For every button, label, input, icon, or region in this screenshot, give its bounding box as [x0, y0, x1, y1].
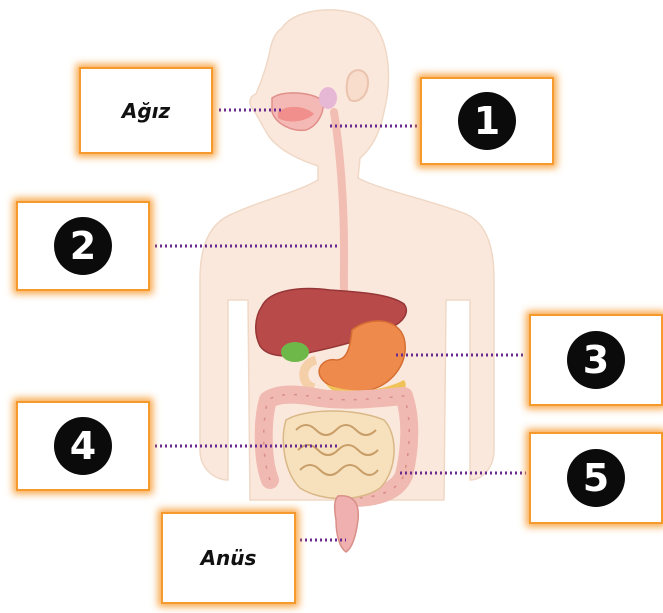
label-box-2: 2 — [16, 201, 150, 291]
number-badge-2: 2 — [54, 217, 112, 275]
salivary-gland — [319, 87, 337, 109]
gallbladder — [281, 342, 309, 362]
label-box-anus: Anüs — [161, 512, 296, 604]
label-anus: Anüs — [201, 546, 257, 570]
rectum — [335, 496, 359, 552]
number-badge-4: 4 — [54, 417, 112, 475]
small-intestine — [283, 411, 394, 499]
number-badge-5: 5 — [567, 449, 625, 507]
number-badge-1: 1 — [458, 92, 516, 150]
number-badge-3: 3 — [567, 331, 625, 389]
label-box-3: 3 — [529, 314, 663, 406]
label-box-1: 1 — [420, 77, 554, 165]
label-box-4: 4 — [16, 401, 150, 491]
label-box-5: 5 — [529, 432, 663, 524]
label-box-mouth: Ağız — [79, 67, 213, 154]
label-mouth: Ağız — [122, 99, 170, 123]
